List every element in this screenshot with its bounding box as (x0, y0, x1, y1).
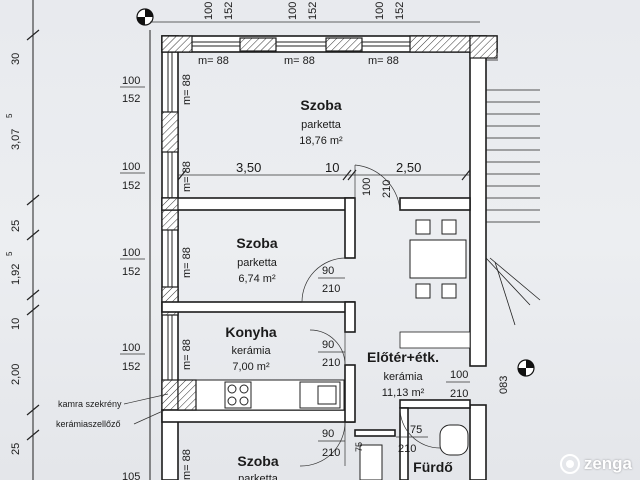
door-dim-a-4: 100 (450, 369, 468, 381)
top-dim-3: 100 (287, 2, 299, 20)
axis-label-4: 25 (10, 220, 22, 232)
room-area-szoba-2: 6,74 m² (238, 273, 276, 285)
axis-label-5: 1,92 (10, 264, 22, 285)
chair-icon (441, 283, 457, 299)
dim-width-right: 2,50 (396, 160, 421, 175)
room-floor-eloter: kerámia (383, 371, 423, 383)
top-dim-5: 100 (374, 2, 386, 20)
section-mark-label: 083 (498, 376, 510, 394)
left-dim-top-1: 100 (122, 75, 140, 87)
left-window-label-5: m= 88 (181, 449, 193, 480)
axis-label-2: 3,07 (10, 129, 22, 150)
left-window-label-4: m= 88 (181, 339, 193, 370)
door-dim-a-2: 90 (322, 339, 334, 351)
top-dim-4: 152 (307, 2, 319, 20)
room-name-szoba-1: Szoba (300, 97, 341, 113)
axis-label-1: 30 (10, 53, 22, 65)
logo-text: zenga (583, 454, 632, 473)
room-area-szoba-1: 18,76 m² (299, 135, 343, 147)
axis-label-9: 2,00 (10, 364, 22, 385)
left-dim-bottom-4: 152 (122, 361, 140, 373)
dim-wall: 10 (325, 160, 339, 175)
room-name-furdo: Fürdő (413, 459, 453, 475)
window-label-2: m= 88 (284, 55, 315, 67)
left-dim-top-2: 100 (122, 161, 140, 173)
room-name-eloter: Előtér+étk. (367, 349, 439, 365)
door-dim-b-2: 210 (322, 357, 340, 369)
toilet-icon (359, 444, 383, 480)
dining-table (409, 239, 467, 279)
top-dim-1: 100 (203, 2, 215, 20)
washbasin-icon (439, 424, 469, 456)
watermark-logo: zenga (559, 454, 632, 474)
vent-label: kerámiaszellőző (56, 419, 121, 429)
room-floor-szoba-2: parketta (237, 257, 278, 269)
axis-label-6: 5 (5, 251, 14, 256)
door-top-dim-1: 100 (361, 178, 373, 196)
door-dim-b-3: 210 (322, 447, 340, 459)
cabinet-label: kamra szekrény (58, 399, 122, 409)
left-dim-bottom-1: 152 (122, 93, 140, 105)
room-floor-szoba-3: parketta (238, 473, 279, 480)
door-dim-b-1: 210 (322, 283, 340, 295)
left-dim-top-5: 105 (122, 471, 140, 480)
axis-label-3: 5 (5, 113, 14, 118)
room-name-szoba-3: Szoba (237, 453, 278, 469)
room-area-konyha: 7,00 m² (232, 361, 270, 373)
door-dim-a-3: 90 (322, 428, 334, 440)
room-floor-konyha: kerámia (231, 345, 271, 357)
chair-icon (415, 219, 431, 235)
chair-icon (415, 283, 431, 299)
window-label-3: m= 88 (368, 55, 399, 67)
room-name-szoba-2: Szoba (236, 235, 277, 251)
door-dim-a-5: 75 (410, 424, 422, 436)
chair-icon (441, 219, 457, 235)
room-name-konyha: Konyha (225, 324, 277, 340)
zenga-logo-icon (559, 454, 580, 474)
door-dim-b-5: 210 (398, 443, 416, 455)
top-dim-6: 152 (394, 2, 406, 20)
window-label-1: m= 88 (198, 55, 229, 67)
left-window-label-1: m= 88 (181, 74, 193, 105)
door-dim-a-1: 90 (322, 265, 334, 277)
door-dim-b-4: 210 (450, 388, 468, 400)
left-dim-top-4: 100 (122, 342, 140, 354)
top-dim-2: 152 (223, 2, 235, 20)
room-area-eloter: 11,13 m² (382, 387, 425, 399)
door-small-dim: 75 (354, 442, 364, 452)
axis-label-8: 10 (10, 318, 22, 330)
dim-width-left: 3,50 (236, 160, 261, 175)
axis-label-10: 25 (10, 443, 22, 455)
left-window-label-3: m= 88 (181, 247, 193, 278)
door-top-dim-2: 210 (381, 180, 393, 198)
left-dim-bottom-2: 152 (122, 180, 140, 192)
room-floor-szoba-1: parketta (301, 119, 342, 131)
left-window-label-2: m= 88 (181, 161, 193, 192)
left-dim-top-3: 100 (122, 247, 140, 259)
left-dim-bottom-3: 152 (122, 266, 140, 278)
